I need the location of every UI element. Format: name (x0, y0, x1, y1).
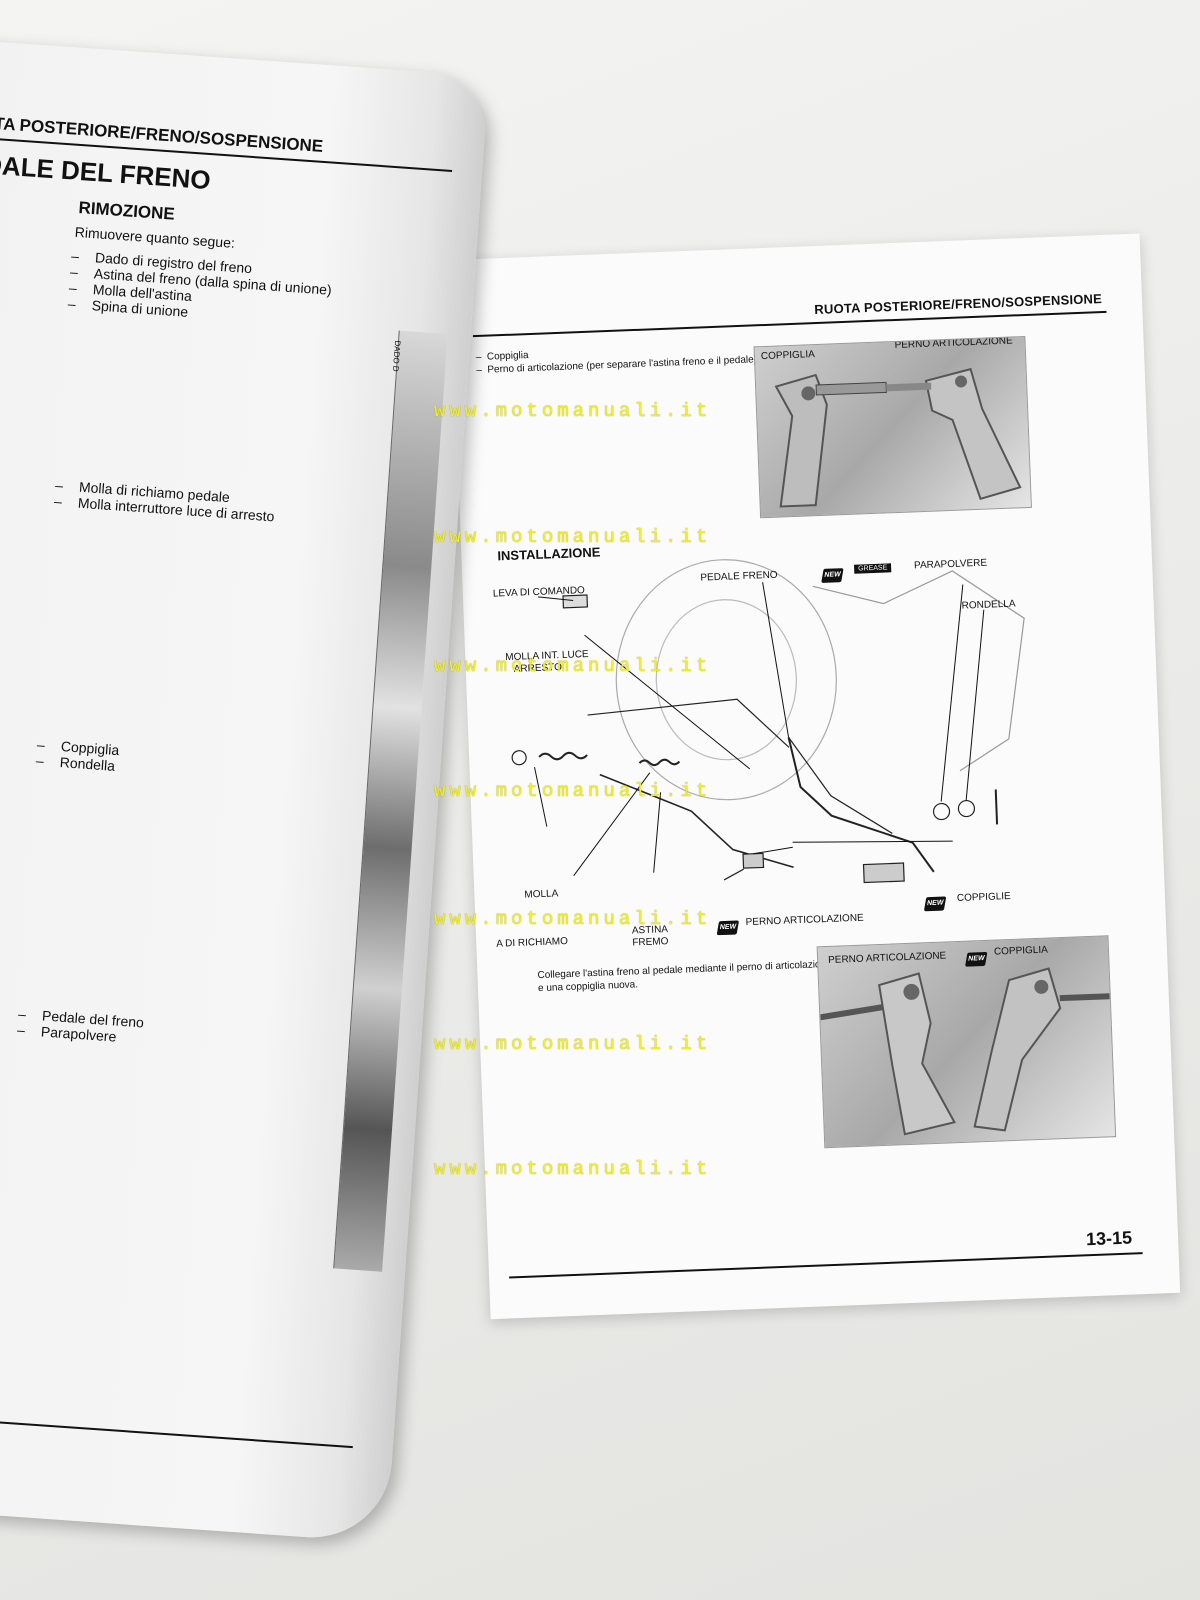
top-bullet-list: – Coppiglia – Perno di articolazione (pe… (476, 340, 767, 377)
right-page: RUOTA POSTERIORE/FRENO/SOSPENSIONE – Cop… (450, 233, 1181, 1320)
brake-pedal-diagram: LEVA DI COMANDO PEDALE FRENO NEW GREASE … (482, 534, 1137, 958)
label-spring: MOLLA (524, 888, 559, 901)
new-badge-pivot: NEW (716, 915, 740, 936)
watermark-text: www.motomanuali.it (434, 1158, 712, 1180)
photo-pivot-removal: COPPIGLIA PERNO ARTICOLAZIONE (753, 335, 1032, 519)
header-rule (472, 310, 1107, 338)
watermark-text: www.motomanuali.it (434, 908, 712, 930)
removal-list-1: –Dado di registro del freno –Astina del … (67, 248, 333, 330)
removal-list-3: –Coppiglia –Rondella (35, 736, 119, 774)
photo-pivot-install-drawing (819, 967, 1110, 1136)
photo2-label-right: COPPIGLIA (993, 944, 1049, 958)
label-washer: RONDELLA (961, 598, 1016, 612)
watermark-text: www.motomanuali.it (434, 655, 712, 677)
left-photo-strip (333, 330, 448, 1272)
left-page: TA POSTERIORE/FRENO/SOSPENSIONE DALE DEL… (0, 40, 489, 1543)
removal-intro: Rimuovere quanto segue: (74, 223, 236, 251)
removal-list-4: –Pedale del freno –Parapolvere (17, 1006, 145, 1047)
new-badge: NEW (821, 563, 844, 583)
new-badge-pins: NEW (923, 891, 947, 912)
install-caption: Collegare l'astina freno al pedale media… (537, 958, 832, 995)
photo-pivot-removal-drawing (774, 367, 1022, 508)
grease-badge: GREASE (853, 563, 892, 574)
watermark-text: www.motomanuali.it (434, 526, 712, 548)
watermark-text: www.motomanuali.it (434, 780, 712, 802)
watermark-text: www.motomanuali.it (434, 1033, 712, 1055)
removal-list-2: –Molla di richiamo pedale –Molla interru… (53, 477, 276, 524)
right-page-number: 13-15 (1085, 1227, 1133, 1250)
photo1-label-left: COPPIGLIA (760, 349, 816, 363)
diagram-linework (511, 559, 1025, 884)
new-badge-photo2: NEW (965, 947, 988, 967)
left-page-title: DALE DEL FRENO (0, 149, 212, 196)
label-cotter-pins: COPPIGLIE (956, 890, 1011, 905)
label-rod-2: FREMO (632, 936, 669, 949)
footer-rule (509, 1252, 1143, 1279)
section-title-removal: RIMOZIONE (77, 198, 176, 224)
left-footer-rule (0, 1414, 353, 1449)
watermark-text: www.motomanuali.it (434, 400, 712, 422)
photo-pivot-install: PERNO ARTICOLAZIONE NEW COPPIGLIA (816, 935, 1117, 1149)
